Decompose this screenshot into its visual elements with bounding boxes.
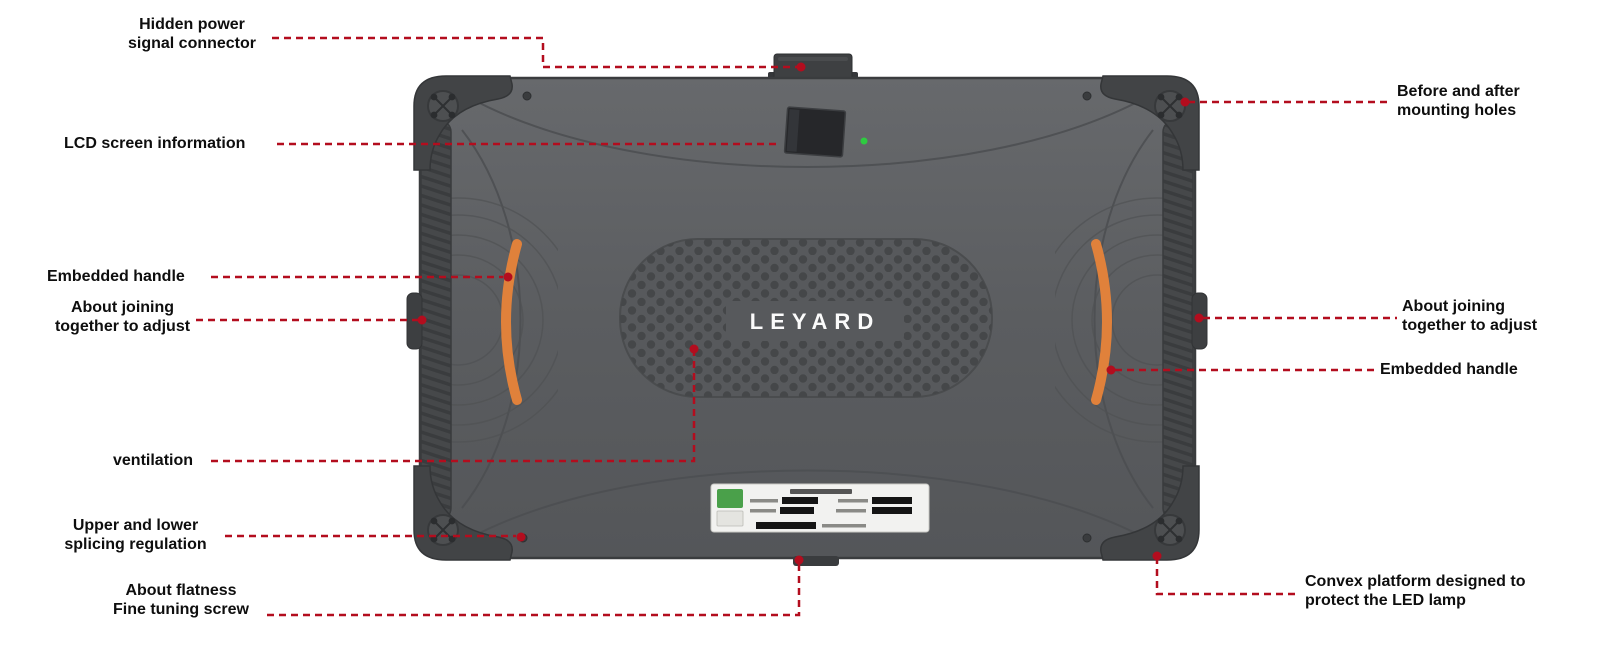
callout-hidden-power-signal-connector: Hidden power signal connector — [127, 16, 257, 52]
callout-about-joining-right: About joining together to adjust — [1402, 298, 1538, 334]
ring-texture-right — [1055, 197, 1165, 443]
leader-hidden-power — [272, 36, 797, 69]
leader-flatness — [267, 564, 801, 617]
device-rear-panel: LEYARD — [406, 53, 1208, 566]
vent-grille: LEYARD — [619, 238, 993, 398]
spec-label — [710, 483, 930, 533]
surface-contours — [461, 97, 1154, 539]
leader-ventilation — [211, 353, 696, 463]
leader-lines — [196, 36, 1397, 617]
embedded-handle-left-part — [501, 239, 522, 405]
lcd-screen — [783, 106, 847, 158]
callout-convex-platform-led-protect: Convex platform designed to protect the … — [1305, 573, 1526, 609]
side-rail-right — [1162, 119, 1194, 521]
callout-embedded-handle-right: Embedded handle — [1380, 361, 1518, 378]
status-led — [860, 137, 868, 145]
callout-flatness-fine-tuning-screw: About flatness Fine tuning screw — [112, 582, 249, 618]
callout-lcd-screen-information: LCD screen information — [64, 135, 246, 152]
callout-before-after-mounting-holes: Before and after mounting holes — [1397, 83, 1520, 119]
callout-ventilation: ventilation — [113, 452, 194, 469]
leader-dots — [417, 62, 1204, 565]
leader-convex — [1155, 557, 1299, 596]
callout-about-joining-left: About joining together to adjust — [54, 299, 191, 335]
embedded-handle-right-part — [1091, 239, 1112, 405]
brand-logo: LEYARD — [750, 309, 880, 334]
callout-embedded-handle-left: Embedded handle — [47, 268, 185, 285]
callout-upper-lower-splicing: Upper and lower splicing regulation — [64, 517, 207, 553]
bottom-foot — [793, 556, 839, 566]
